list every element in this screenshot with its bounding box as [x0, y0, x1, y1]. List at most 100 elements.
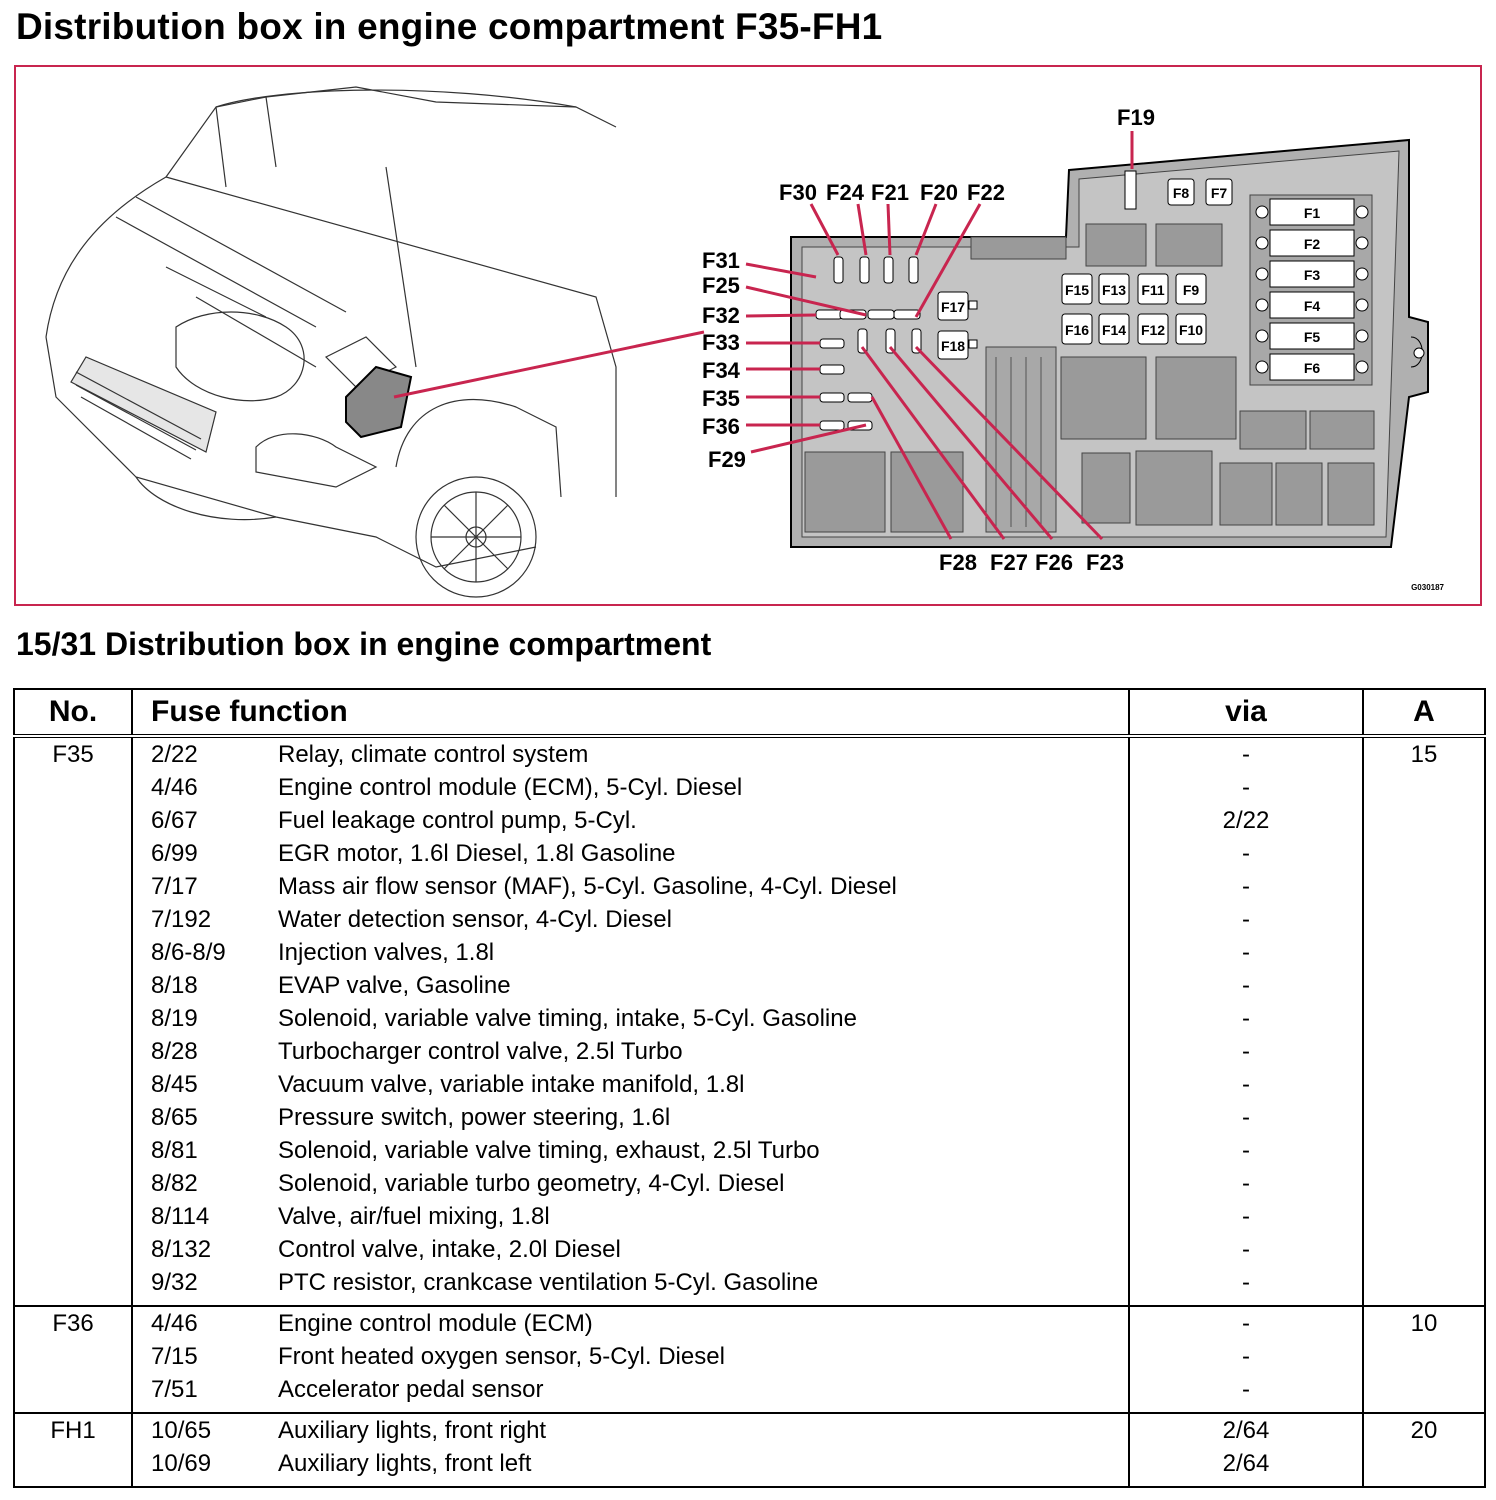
- component-description: EGR motor, 1.6l Diesel, 1.8l Gasoline: [278, 840, 676, 867]
- label-f34: F34: [702, 358, 741, 383]
- fuse-f13-label: F13: [1102, 282, 1126, 298]
- component-code: 8/65: [151, 1104, 198, 1131]
- component-code: 8/6-8/9: [151, 939, 226, 966]
- label-f25: F25: [702, 273, 740, 298]
- fuse-f7: [1205, 178, 1233, 206]
- component-code: 8/132: [151, 1236, 212, 1263]
- label-f31: F31: [702, 248, 740, 273]
- via-value: -: [1242, 1236, 1250, 1263]
- fuse-f5: [1269, 322, 1355, 350]
- fuse-f11-label: F11: [1141, 282, 1165, 298]
- fuse-number: FH1: [50, 1417, 96, 1444]
- fuse-f14: [1098, 313, 1130, 345]
- component-description: Engine control module (ECM): [278, 1310, 593, 1337]
- leader-lines: [745, 203, 1104, 541]
- fuse-f7-label: F7: [1211, 185, 1228, 201]
- via-value: -: [1242, 1005, 1250, 1032]
- label-f30: F30: [779, 180, 817, 205]
- component-code: 10/69: [151, 1450, 212, 1477]
- fuse-number-cell: FH1: [13, 1413, 133, 1488]
- distribution-box-highlight: [345, 365, 413, 439]
- fuse-amperage: 10: [1410, 1310, 1438, 1337]
- fuse-number: F36: [52, 1310, 94, 1337]
- component-description: Engine control module (ECM), 5-Cyl. Dies…: [278, 774, 743, 801]
- fuse-function-line: 6/67 Fuel leakage control pump, 5-Cyl.: [133, 806, 1128, 839]
- fuse-f12: [1137, 313, 1169, 345]
- component-code: 8/18: [151, 972, 198, 999]
- fuse-function-line: 8/19 Solenoid, variable valve timing, int…: [133, 1004, 1128, 1037]
- fuse-number-cell: F35: [13, 736, 133, 1307]
- header-no: No.: [13, 688, 133, 738]
- component-code: 9/32: [151, 1269, 198, 1296]
- fuse-f4-label: F4: [1304, 298, 1321, 314]
- fuse-slot-f19: [1124, 170, 1137, 210]
- via-value: -: [1242, 1104, 1250, 1131]
- fuse-f2-label: F2: [1304, 236, 1321, 252]
- component-description: Solenoid, variable valve timing, intake,…: [278, 1005, 857, 1032]
- component-code: 8/19: [151, 1005, 198, 1032]
- fuse-amperage-cell: 10: [1362, 1306, 1486, 1414]
- component-code: 6/67: [151, 807, 198, 834]
- header-via: via: [1128, 688, 1364, 738]
- via-value: -: [1242, 906, 1250, 933]
- via-value: 2/22: [1222, 807, 1270, 834]
- component-code: 7/51: [151, 1376, 198, 1403]
- fuse-f18-label: F18: [941, 338, 965, 354]
- label-f35: F35: [702, 386, 740, 411]
- pointer-line: [393, 330, 705, 399]
- fuse-f10-label: F10: [1179, 322, 1203, 338]
- fuse-box-figure: F19 F8 F7 F15 F13 F11 F9 F16 F14 F12 F: [14, 65, 1482, 606]
- fuse-f4: [1269, 291, 1355, 319]
- component-description: Water detection sensor, 4-Cyl. Diesel: [278, 906, 672, 933]
- fuse-amperage-cell: 20: [1362, 1413, 1486, 1488]
- label-f26: F26: [1035, 550, 1073, 575]
- via-value: -: [1242, 840, 1250, 867]
- fuse-f15-label: F15: [1065, 282, 1089, 298]
- via-value: -: [1242, 972, 1250, 999]
- fuse-f11: [1137, 273, 1169, 305]
- label-f24: F24: [826, 180, 865, 205]
- fuse-f18: [937, 330, 969, 360]
- component-code: 10/65: [151, 1417, 212, 1444]
- via-value: -: [1242, 1071, 1250, 1098]
- via-value: -: [1242, 1376, 1250, 1403]
- via-value: -: [1242, 1343, 1250, 1370]
- via-value: -: [1242, 774, 1250, 801]
- fuse-f9: [1175, 273, 1207, 305]
- figure-code: G030187: [1411, 583, 1444, 592]
- label-f22: F22: [967, 180, 1005, 205]
- component-description: Turbocharger control valve, 2.5l Turbo: [278, 1038, 683, 1065]
- component-description: Control valve, intake, 2.0l Diesel: [278, 1236, 621, 1263]
- table-header-row: No. Fuse function via A: [13, 688, 1486, 738]
- fuse-f8-label: F8: [1173, 185, 1190, 201]
- fuse-f6: [1269, 353, 1355, 381]
- component-code: 2/22: [151, 741, 198, 768]
- fuse-f12-label: F12: [1141, 322, 1165, 338]
- via-value: -: [1242, 1269, 1250, 1296]
- via-value: -: [1242, 1203, 1250, 1230]
- via-value: 2/64: [1222, 1450, 1270, 1477]
- component-description: Fuel leakage control pump, 5-Cyl.: [278, 807, 637, 834]
- fuse-f6-label: F6: [1304, 360, 1321, 376]
- fuse-f9-label: F9: [1183, 282, 1200, 298]
- fuse-f14-label: F14: [1102, 322, 1126, 338]
- component-code: 8/45: [151, 1071, 198, 1098]
